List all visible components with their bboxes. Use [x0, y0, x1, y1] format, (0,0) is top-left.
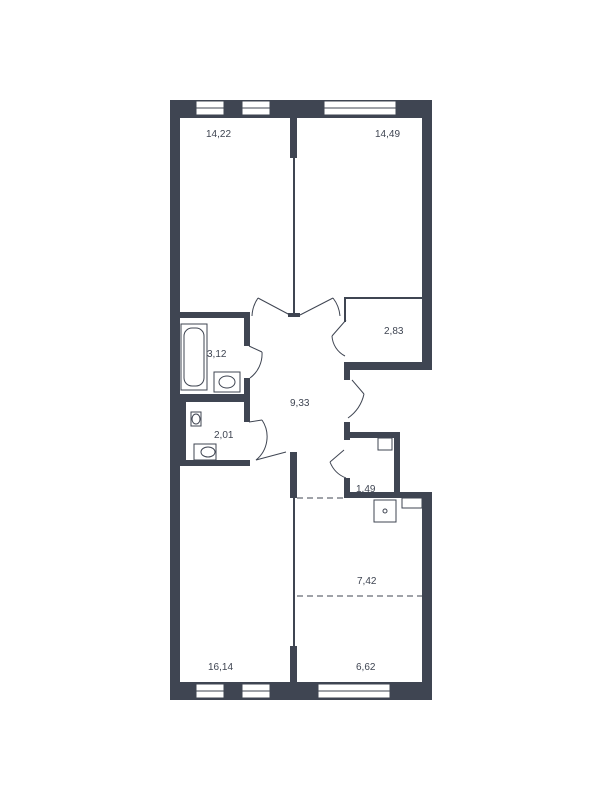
- doors: [248, 297, 365, 479]
- toilet-icon-2: [193, 443, 217, 461]
- windows: [195, 100, 397, 699]
- toilet-icon: [190, 411, 202, 427]
- room-area-toilet: 2,01: [214, 430, 234, 441]
- room-area-living-room: 6,62: [356, 662, 376, 673]
- room-area-hallway: 9,33: [290, 398, 310, 409]
- area-labels: 14,22 14,49 2,83 3,12 9,33 2,01 1,49 7,4…: [206, 129, 404, 673]
- room-area-kitchen: 7,42: [357, 576, 377, 587]
- room-area-bedroom-bottom-left: 16,14: [208, 662, 233, 673]
- fixtures: [180, 323, 423, 523]
- room-area-bedroom-top-left: 14,22: [206, 129, 231, 140]
- room-area-bathroom: 3,12: [207, 349, 227, 360]
- kitchen-sink-icon: [373, 499, 397, 523]
- shaft-icon: [377, 437, 423, 509]
- room-area-closet: 2,83: [384, 326, 404, 337]
- bathtub-icon: [180, 323, 208, 391]
- zone-dividers: [297, 497, 422, 597]
- interior-walls: [170, 118, 432, 682]
- sink-icon: [213, 371, 241, 393]
- room-area-storage: 1,49: [356, 484, 376, 495]
- room-area-bedroom-top-right: 14,49: [375, 129, 400, 140]
